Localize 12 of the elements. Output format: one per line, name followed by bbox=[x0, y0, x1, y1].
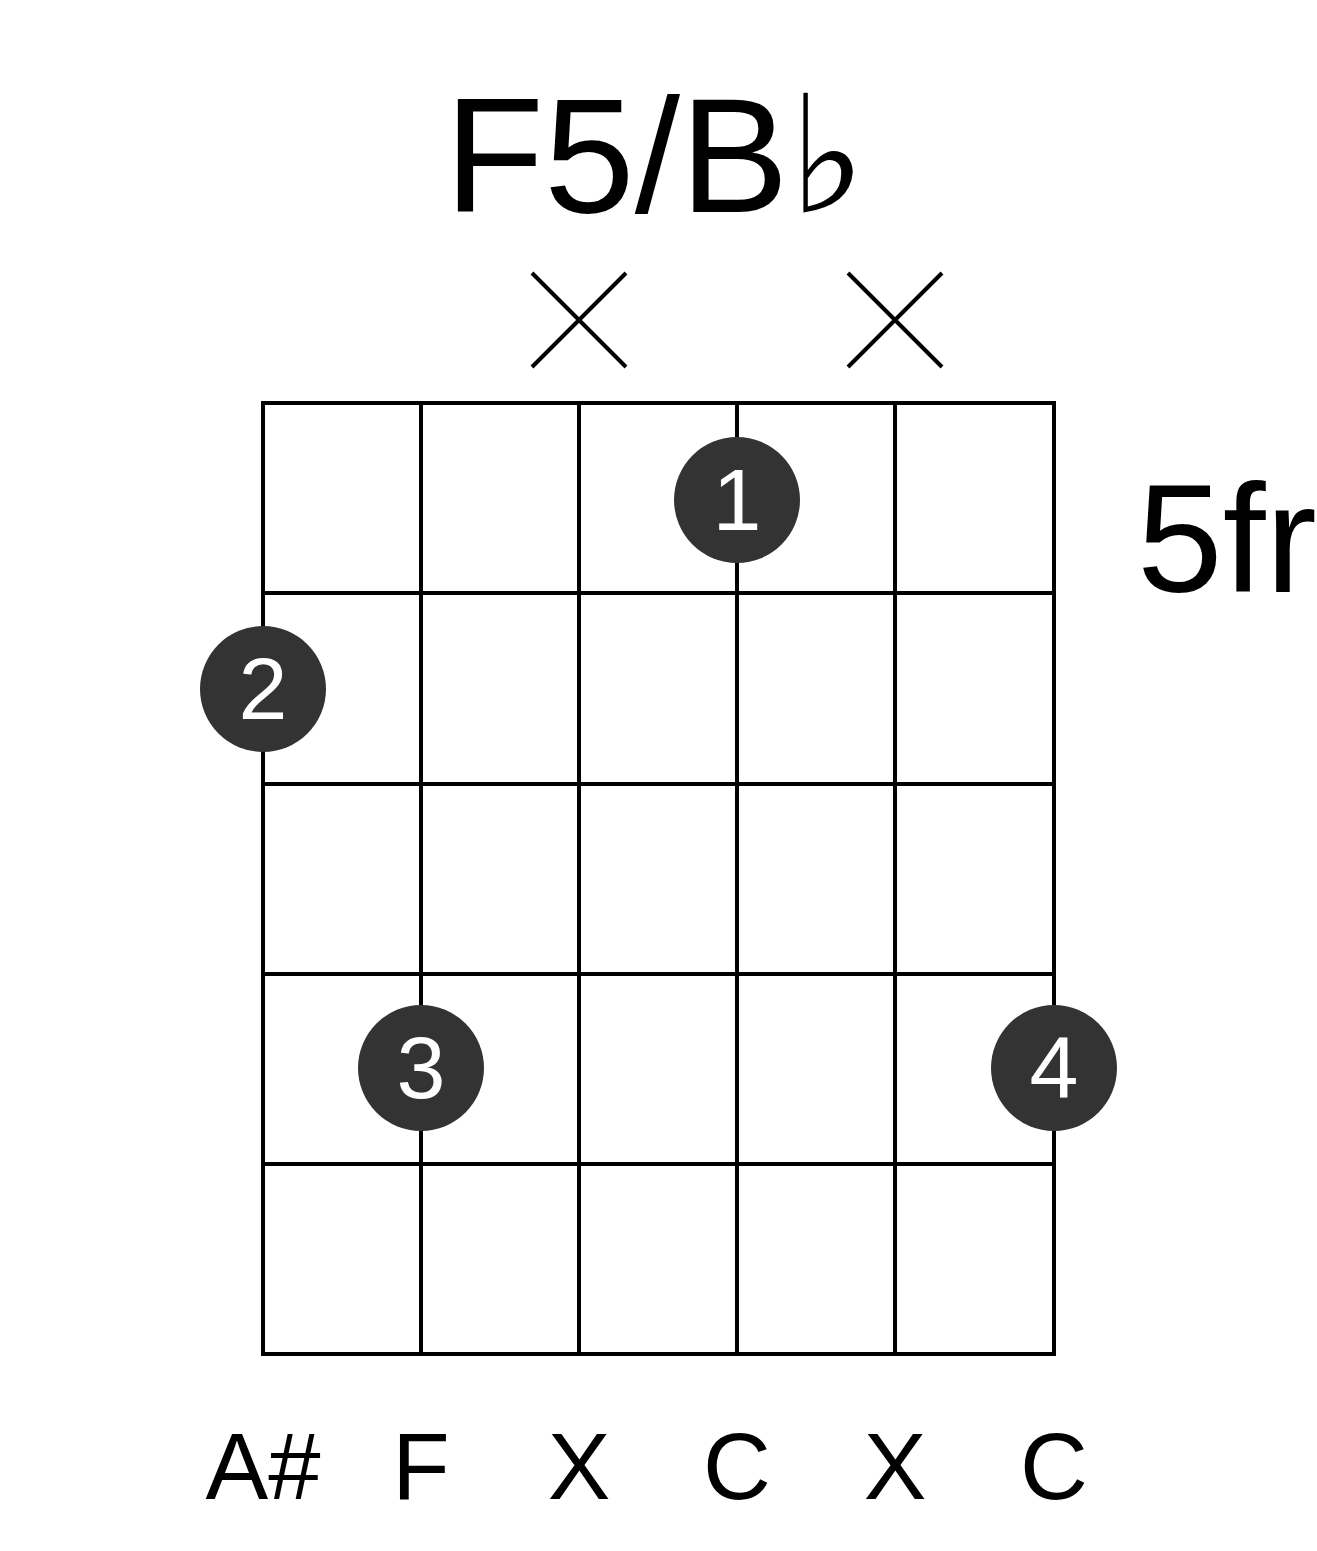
fret-position-label: 5fr bbox=[1137, 462, 1317, 616]
finger-dot: 1 bbox=[674, 437, 800, 563]
finger-dot: 4 bbox=[991, 1005, 1117, 1131]
chord-title: F5/B♭ bbox=[444, 74, 866, 237]
finger-dot: 3 bbox=[358, 1005, 484, 1131]
string-note-label: X bbox=[547, 1420, 611, 1514]
finger-dot: 2 bbox=[200, 626, 326, 752]
string-note-label: C bbox=[1020, 1420, 1088, 1514]
string-note-label: C bbox=[703, 1420, 771, 1514]
string-note-label: F bbox=[392, 1420, 450, 1514]
string-note-label: A# bbox=[205, 1420, 321, 1514]
string-note-label: X bbox=[863, 1420, 927, 1514]
